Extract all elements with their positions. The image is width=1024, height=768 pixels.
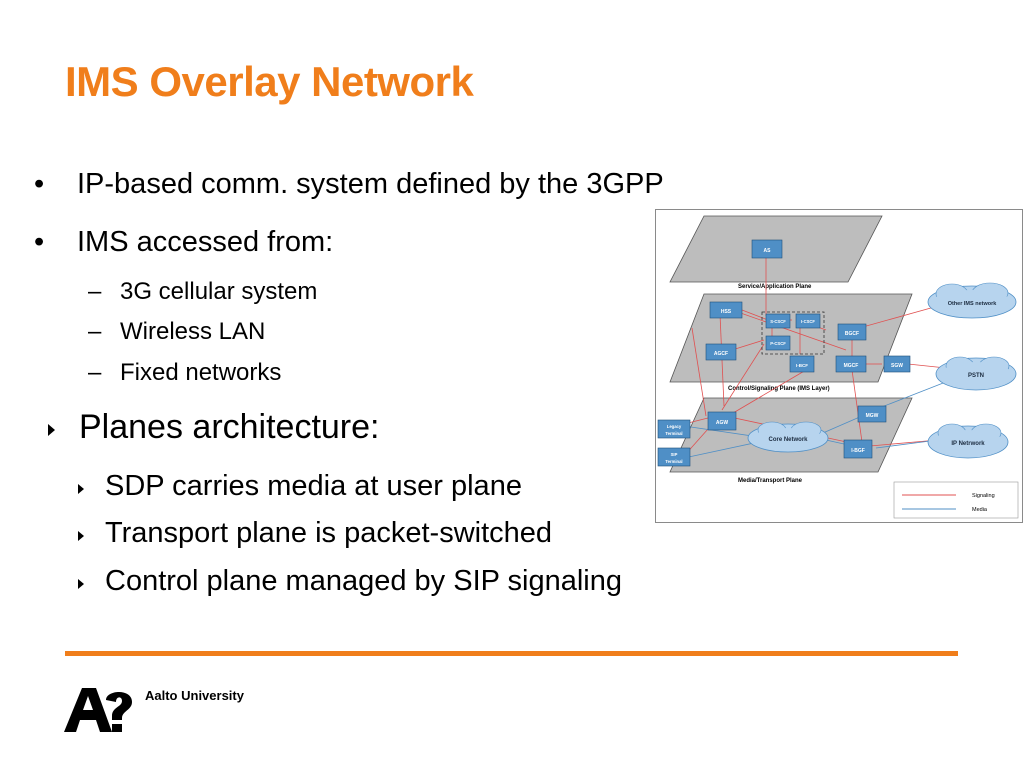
diagram-legend: Signaling Media bbox=[893, 481, 1019, 519]
triangle-bullet-icon bbox=[78, 579, 84, 589]
node-i-bcf: I-BCF bbox=[789, 355, 815, 373]
svg-text:I-BCF: I-BCF bbox=[796, 363, 808, 368]
cloud-ip-network: IP Netrwork bbox=[927, 423, 1009, 459]
bullet-text: IP-based comm. system defined by the 3GP… bbox=[77, 168, 664, 200]
node-agw: AGW bbox=[707, 411, 737, 431]
dash-mark: – bbox=[88, 318, 102, 345]
node-agcf: AGCF bbox=[705, 343, 737, 361]
cloud-pstn: PSTN bbox=[935, 356, 1017, 391]
svg-text:Media: Media bbox=[972, 507, 988, 513]
cloud-core-network: Core Network bbox=[747, 421, 829, 453]
node-legacy-terminal: Legacy Terminal bbox=[657, 419, 691, 439]
node-i-cscf: I-CSCF bbox=[795, 313, 821, 329]
aalto-logo-icon bbox=[64, 688, 132, 732]
cloud-other-ims: Other IMS network bbox=[927, 282, 1017, 319]
svg-text:SGW: SGW bbox=[891, 363, 903, 369]
sub-bullet-text: Fixed networks bbox=[120, 359, 282, 386]
triangle-bullet-icon bbox=[78, 531, 84, 541]
svg-text:MGCF: MGCF bbox=[844, 363, 859, 369]
svg-text:Core Network: Core Network bbox=[768, 437, 808, 443]
svg-text:Signaling: Signaling bbox=[972, 493, 995, 499]
svg-text:BGCF: BGCF bbox=[845, 331, 859, 337]
ims-planes-diagram: Service/Application Plane Control/Signal… bbox=[655, 209, 1023, 523]
footer-rule bbox=[65, 651, 958, 656]
svg-text:Legacy: Legacy bbox=[667, 424, 682, 429]
service-plane-label: Service/Application Plane bbox=[738, 284, 812, 290]
svg-text:HSS: HSS bbox=[721, 309, 732, 315]
diagram-svg: Service/Application Plane Control/Signal… bbox=[657, 215, 1019, 519]
triangle-bullet-icon bbox=[78, 484, 84, 494]
section-text: Planes architecture: bbox=[79, 408, 380, 446]
node-hss: HSS bbox=[709, 301, 743, 319]
svg-text:Terminal: Terminal bbox=[665, 459, 682, 464]
sub-bullet-text: Wireless LAN bbox=[120, 318, 266, 345]
cscf-group bbox=[761, 311, 825, 355]
university-name: Aalto University bbox=[145, 688, 244, 703]
node-as: AS bbox=[751, 239, 783, 259]
node-bgcf: BGCF bbox=[837, 323, 867, 341]
node-sip-terminal: SIP Terminal bbox=[657, 447, 691, 467]
triangle-bullet-icon bbox=[48, 424, 55, 436]
bullet-text: IMS accessed from: bbox=[77, 226, 334, 258]
svg-text:Other IMS network: Other IMS network bbox=[948, 301, 998, 307]
svg-text:AGCF: AGCF bbox=[714, 351, 728, 357]
node-mgcf: MGCF bbox=[835, 355, 867, 373]
control-plane-label: Control/Signaling Plane (IMS Layer) bbox=[728, 386, 830, 392]
node-sgw: SGW bbox=[883, 355, 911, 373]
svg-text:S-CSCF: S-CSCF bbox=[770, 319, 786, 324]
section-item-text: SDP carries media at user plane bbox=[105, 470, 522, 502]
svg-text:MGW: MGW bbox=[866, 413, 879, 419]
node-p-cscf: P-CSCF bbox=[765, 335, 791, 351]
dash-mark: – bbox=[88, 278, 102, 305]
svg-text:AGW: AGW bbox=[716, 420, 729, 426]
svg-text:PSTN: PSTN bbox=[968, 373, 984, 379]
svg-text:Terminal: Terminal bbox=[665, 431, 682, 436]
svg-text:IP Netrwork: IP Netrwork bbox=[951, 441, 985, 447]
media-plane-label: Media/Transport Plane bbox=[738, 478, 803, 484]
svg-text:P-CSCF: P-CSCF bbox=[770, 341, 786, 346]
sub-bullet-text: 3G cellular system bbox=[120, 278, 318, 305]
node-mgw: MGW bbox=[857, 405, 887, 423]
dash-mark: – bbox=[88, 359, 102, 386]
svg-text:I-BGF: I-BGF bbox=[851, 448, 865, 454]
bullet-dot: • bbox=[34, 168, 45, 200]
slide-title: IMS Overlay Network bbox=[65, 58, 474, 105]
svg-text:AS: AS bbox=[764, 248, 772, 254]
svg-text:SIP: SIP bbox=[671, 452, 678, 457]
bullet-dot: • bbox=[34, 226, 45, 258]
section-item-text: Control plane managed by SIP signaling bbox=[105, 565, 622, 597]
svg-text:I-CSCF: I-CSCF bbox=[801, 319, 815, 324]
section-item-text: Transport plane is packet-switched bbox=[105, 517, 553, 549]
node-s-cscf: S-CSCF bbox=[765, 313, 791, 329]
node-i-bgf: I-BGF bbox=[843, 439, 873, 459]
